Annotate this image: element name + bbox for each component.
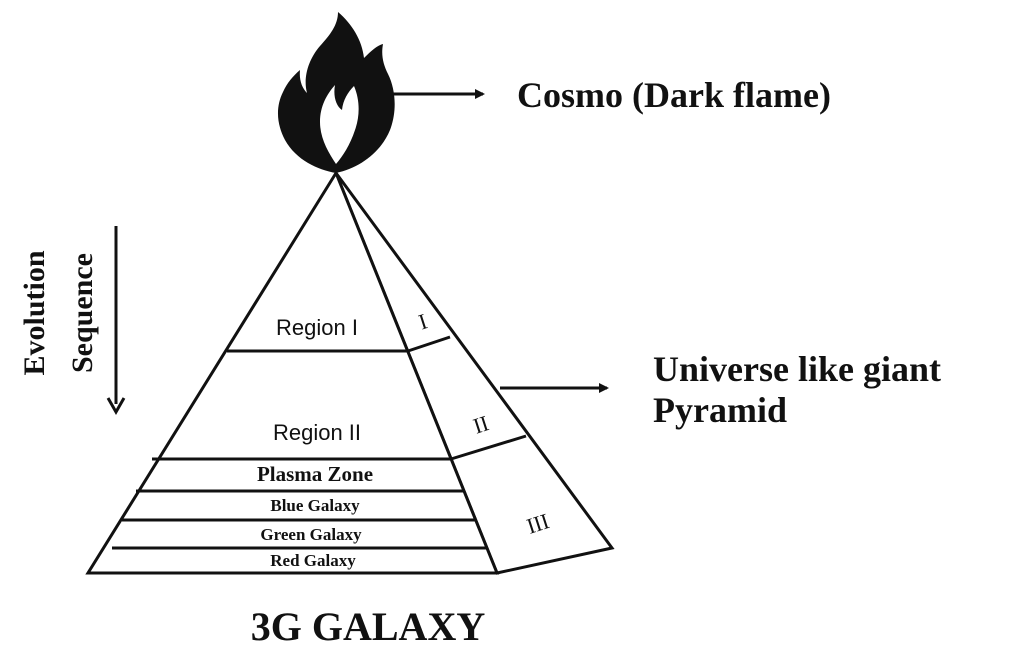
region-2-label: Region II bbox=[273, 420, 361, 445]
region-1-label: Region I bbox=[276, 315, 358, 340]
sequence-word-label: Sequence bbox=[66, 253, 99, 373]
green-galaxy-label: Green Galaxy bbox=[260, 525, 362, 544]
pyramid-label-line2: Pyramid bbox=[653, 390, 787, 430]
plasma-zone-label: Plasma Zone bbox=[257, 462, 373, 486]
arrow-down-icon bbox=[106, 226, 126, 416]
flame-label: Cosmo (Dark flame) bbox=[517, 75, 831, 115]
blue-galaxy-label: Blue Galaxy bbox=[270, 496, 360, 515]
side-divider-1 bbox=[407, 335, 451, 353]
evolution-word-label: Evolution bbox=[18, 250, 51, 375]
red-galaxy-label: Red Galaxy bbox=[270, 551, 356, 570]
flame-icon bbox=[277, 12, 395, 173]
side-divider-2 bbox=[450, 434, 527, 461]
diagram-title: 3G GALAXY bbox=[251, 604, 486, 649]
pyramid-front-face bbox=[85, 169, 500, 575]
pyramid-label-line1: Universe like giant bbox=[653, 349, 941, 389]
